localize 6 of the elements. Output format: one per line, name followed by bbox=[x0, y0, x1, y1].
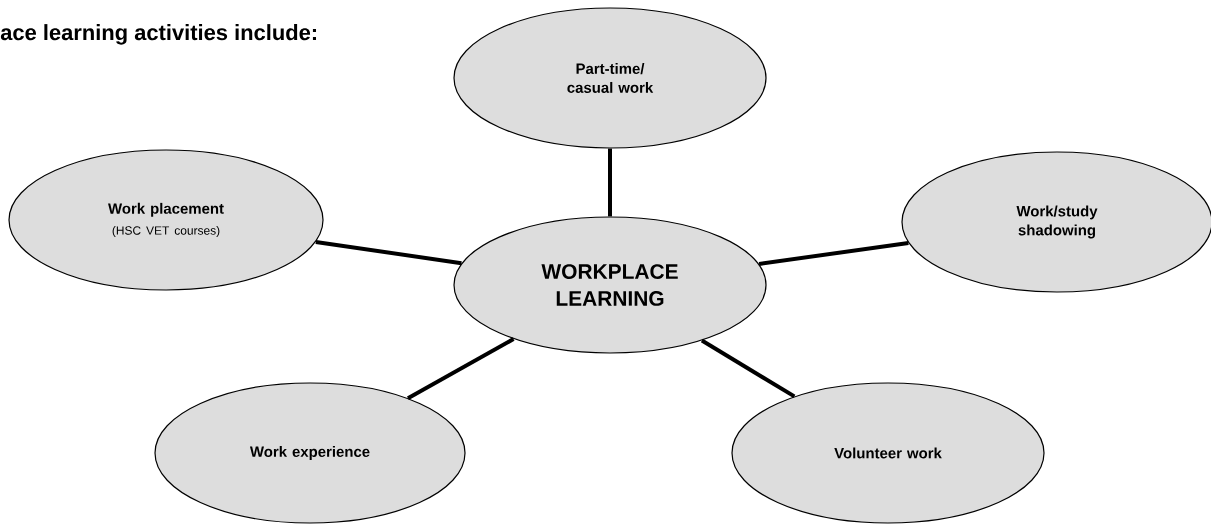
connector-line bbox=[758, 240, 909, 266]
connector-line bbox=[407, 337, 515, 400]
heading: ace learning activities include: bbox=[0, 24, 316, 45]
connector-line bbox=[608, 148, 612, 217]
connector-line bbox=[700, 338, 796, 399]
connector-line bbox=[315, 239, 462, 266]
